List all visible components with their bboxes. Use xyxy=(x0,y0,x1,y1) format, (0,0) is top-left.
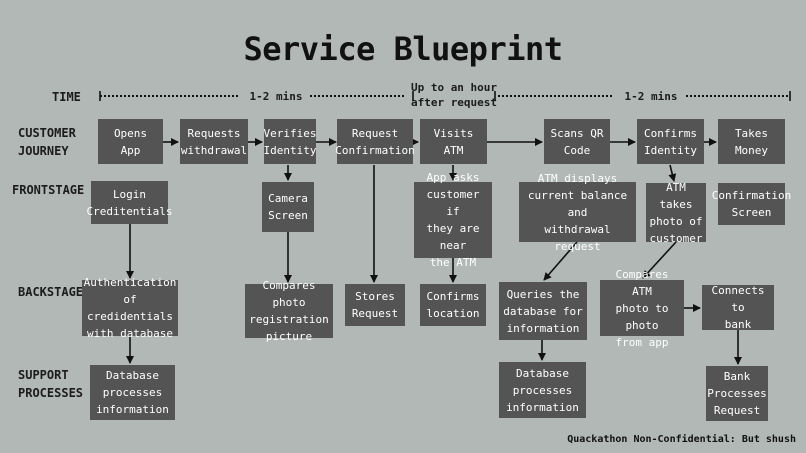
footer-note: Quackathon Non-Confidential: But shush xyxy=(567,434,796,445)
box-login-credentials: Login Creditentials xyxy=(86,181,173,224)
box-request-confirmation: Request Confirmation xyxy=(335,119,415,164)
box-camera-screen: Camera Screen xyxy=(262,182,314,232)
box-verifies-identity: Verifies Identity xyxy=(264,119,317,164)
box-connects-bank: Connects to bank xyxy=(702,284,774,331)
page-title: Service Blueprint xyxy=(243,30,563,68)
box-atm-takes-photo: ATM takes photo of customer xyxy=(646,181,706,245)
box-app-asks: App asks customer if they are near the A… xyxy=(414,171,492,269)
box-database-processes-2: Database processes information xyxy=(499,362,586,418)
row-label-frontstage: FRONTSTAGE xyxy=(12,183,85,197)
box-confirms-location: Confirms location xyxy=(420,284,486,326)
box-bank-processes: Bank Processes Request xyxy=(706,366,768,421)
box-scans-qr-code: Scans QR Code xyxy=(544,119,610,164)
timeline-ticks xyxy=(99,91,791,101)
box-confirms-identity: Confirms Identity xyxy=(637,119,704,164)
row-label-time: TIME xyxy=(52,90,81,104)
box-confirmation-screen: Confirmation Screen xyxy=(712,183,791,225)
row-label-support-processes: SUPPORT PROCESSES xyxy=(18,368,84,400)
box-compares-photo: Compares photo registration picture xyxy=(245,279,333,343)
arrow-confirms-to-atmphoto xyxy=(668,164,677,182)
arrow-atmdisplay-to-queries xyxy=(543,241,578,281)
box-visits-atm: Visits ATM xyxy=(420,119,487,164)
arrow-atmphoto-to-compare xyxy=(642,241,677,279)
box-stores-request: Stores Request xyxy=(345,284,405,326)
box-compares-atm-photo: Compares ATM photo to photo from app xyxy=(600,268,684,349)
time-label-middle: Up to an hour after request xyxy=(410,81,498,109)
time-label-last: 1-2 mins xyxy=(624,90,678,103)
box-requests-withdrawal: Requests withdrawal xyxy=(180,119,248,164)
time-label-first: 1-2 mins xyxy=(249,90,303,103)
box-atm-displays: ATM displays current balance and withdra… xyxy=(519,172,636,253)
box-authentication: Authentication of credidentials with dat… xyxy=(82,276,178,340)
row-label-backstage: BACKSTAGE xyxy=(18,285,84,299)
box-queries-database: Queries the database for information xyxy=(499,282,587,340)
box-takes-money: Takes Money xyxy=(718,119,785,164)
box-database-processes-1: Database processes information xyxy=(90,365,175,420)
row-label-customer-journey: CUSTOMER JOURNEY xyxy=(18,126,76,158)
box-opens-app: Opens App xyxy=(98,119,163,164)
